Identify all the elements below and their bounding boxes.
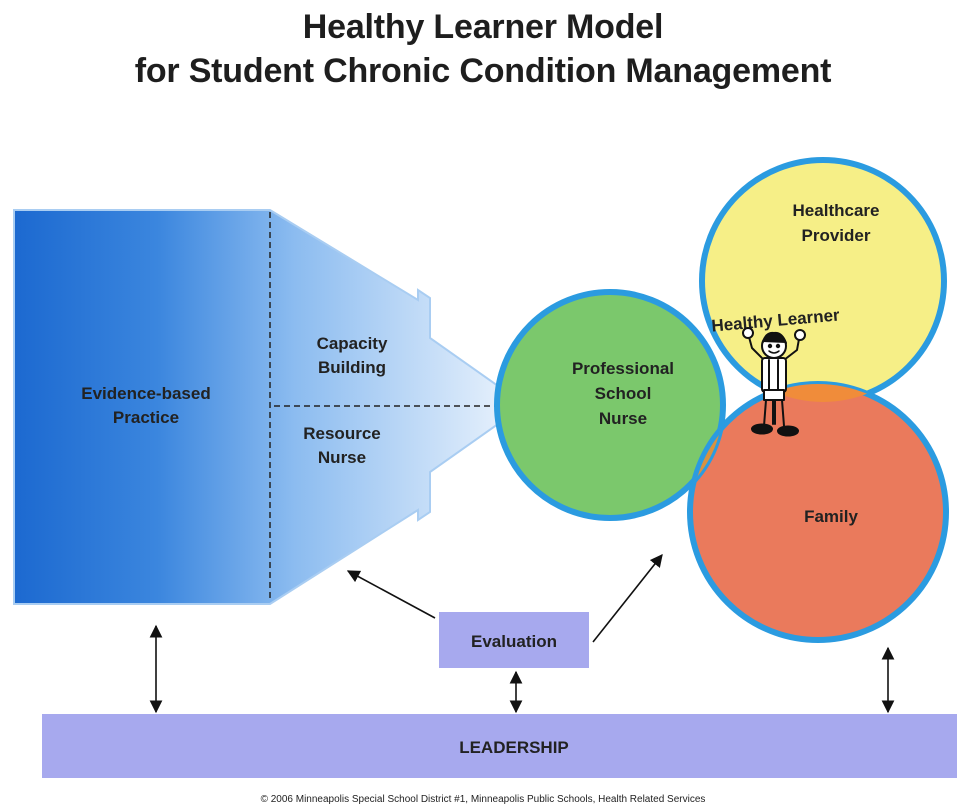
practice-label-2: Practice — [113, 408, 179, 427]
title-line-2: for Student Chronic Condition Management — [134, 52, 832, 90]
family-label: Family — [804, 507, 858, 526]
resource-label-2: Nurse — [318, 448, 366, 467]
connection-arrows — [149, 553, 895, 714]
child-figure-icon — [742, 327, 806, 437]
provider-label-2: Provider — [802, 226, 871, 245]
resource-label-1: Resource — [303, 424, 380, 443]
provider-circle — [699, 157, 947, 405]
capacity-label-2: Building — [318, 358, 386, 377]
leadership-bar — [42, 714, 957, 778]
evaluation-label: Evaluation — [471, 632, 557, 651]
practice-label-1: Evidence-based — [81, 384, 210, 403]
nurse-circle — [494, 289, 726, 521]
nurse-label-1: Professional — [572, 359, 674, 378]
title-line-1: Healthy Learner Model — [302, 8, 664, 46]
leadership-label: LEADERSHIP — [459, 738, 569, 757]
copyright-footer: © 2006 Minneapolis Special School Distri… — [260, 794, 706, 805]
nurse-label-2: School — [595, 384, 652, 403]
provider-label-1: Healthcare — [793, 201, 880, 220]
evaluation-box — [439, 612, 589, 668]
capacity-label-1: Capacity — [317, 334, 388, 353]
nurse-label-3: Nurse — [599, 409, 647, 428]
